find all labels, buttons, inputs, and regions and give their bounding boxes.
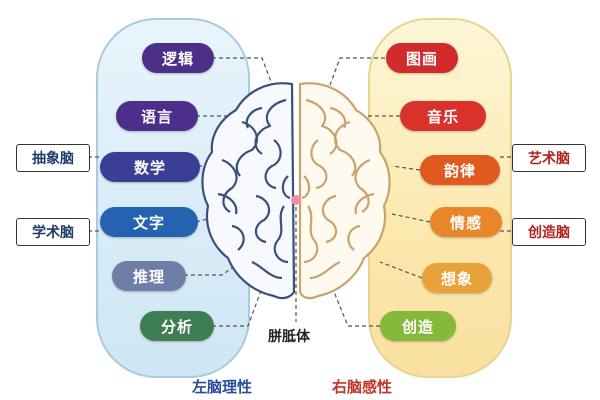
left-item-language: 语言 [116,101,198,131]
category-art-brain: 艺术脑 [512,144,586,172]
right-item-music: 音乐 [400,101,486,131]
right-hemisphere-illustration [298,82,391,300]
right-brain-title: 右脑感性 [332,378,393,396]
left-hemisphere-illustration [201,82,296,300]
right-item-drawing: 图画 [386,43,458,73]
corpus-callosum-label: 胼胝体 [268,329,310,345]
category-academic-brain: 学术脑 [16,218,90,246]
right-item-imagination: 想象 [422,263,492,293]
left-brain-title: 左脑理性 [192,378,253,396]
left-item-math: 数学 [100,152,200,182]
category-abstract-brain: 抽象脑 [16,144,90,172]
left-item-logic: 逻辑 [142,43,214,73]
corpus-callosum-dot [291,195,301,205]
right-item-emotion: 情感 [430,207,502,237]
left-item-text: 文字 [100,207,198,237]
right-item-creation: 创造 [380,311,456,341]
left-item-reasoning: 推理 [112,261,186,291]
left-item-analysis: 分析 [140,311,214,341]
category-creative-brain: 创造脑 [512,218,586,246]
right-item-rhythm: 韵律 [420,155,500,185]
